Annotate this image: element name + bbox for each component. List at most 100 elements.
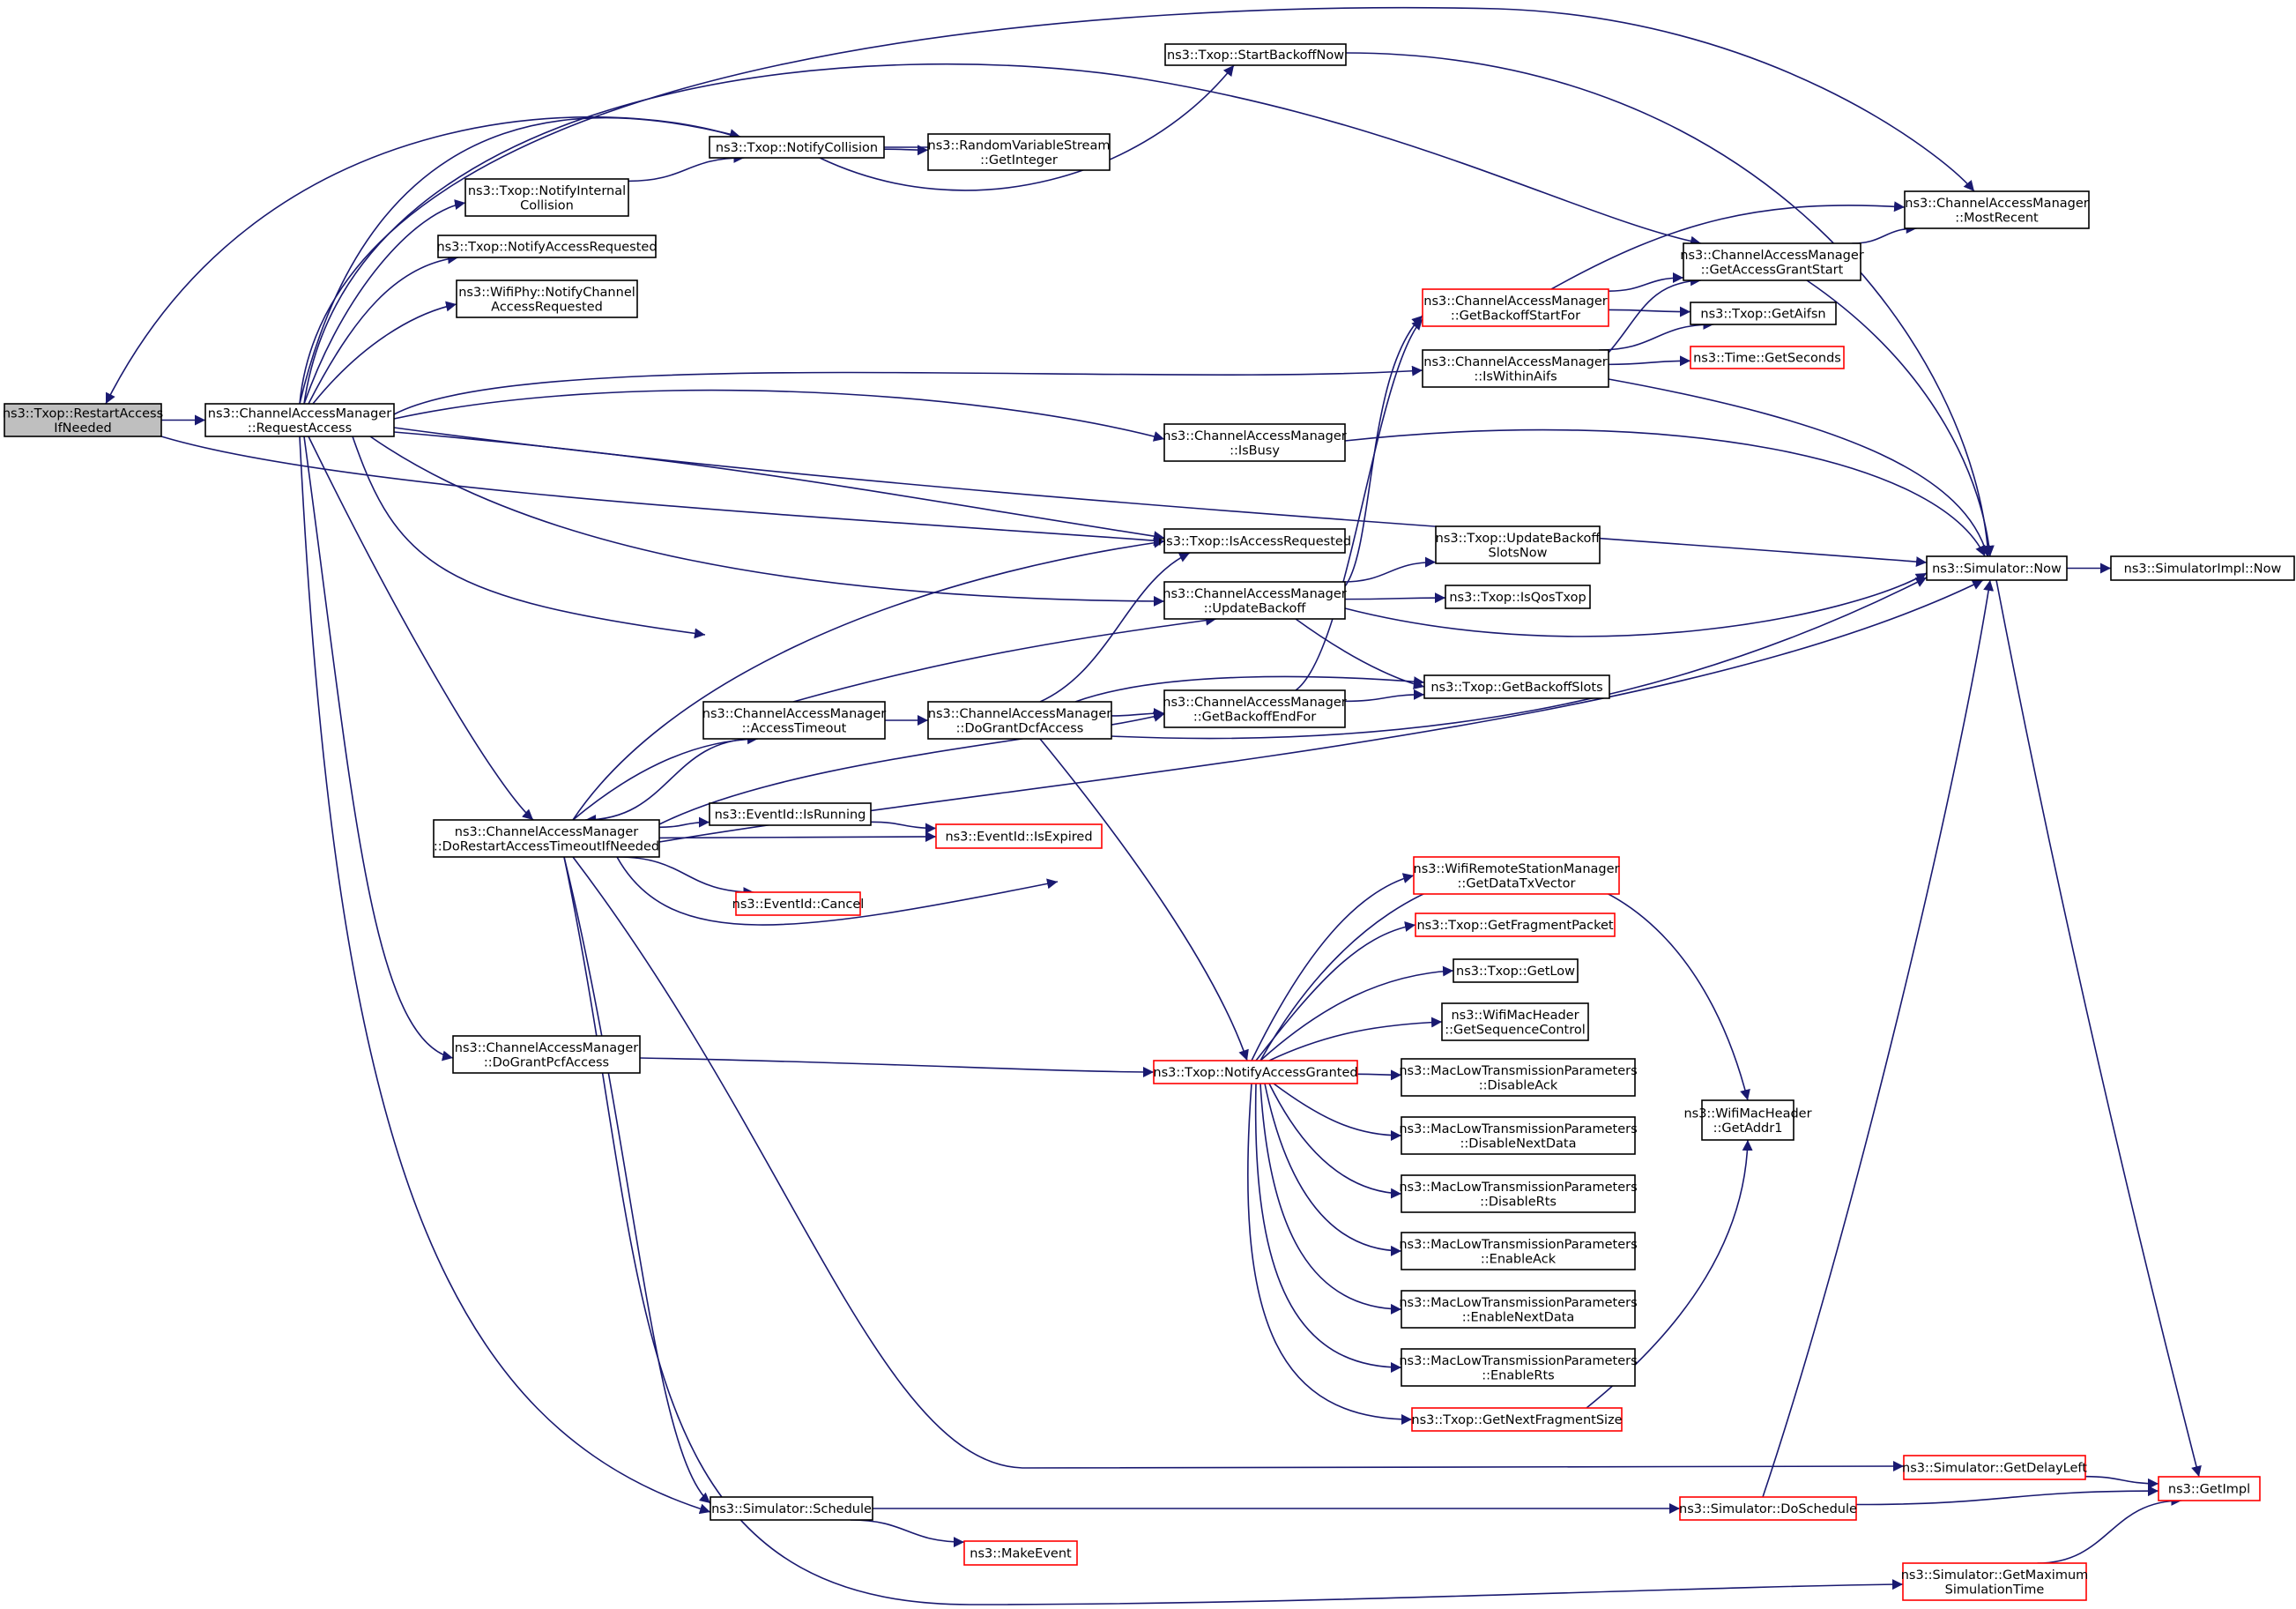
node-label: ::GetSequenceControl: [1445, 1023, 1586, 1037]
node-request[interactable]: ns3::ChannelAccessManager::RequestAccess: [204, 403, 395, 437]
node-box: [1401, 1232, 1636, 1270]
node-notifygranted[interactable]: ns3::Txop::NotifyAccessGranted: [1153, 1060, 1358, 1084]
node-label: ns3::RandomVariableStream: [928, 138, 1111, 153]
node-doschedule[interactable]: ns3::Simulator::DoSchedule: [1679, 1496, 1857, 1521]
edge-getbackoffend-to-getbackoffslots: [1344, 689, 1425, 703]
edge-updatebackoff-to-getbackoffstart: [1344, 315, 1423, 587]
edge-line: [1852, 223, 1917, 244]
edge-notifygranted-to-enablenext: [1259, 1083, 1402, 1315]
node-enableack[interactable]: ns3::MacLowTransmissionParameters::Enabl…: [1399, 1232, 1638, 1270]
node-updatebackoff[interactable]: ns3::ChannelAccessManager::UpdateBackoff: [1163, 581, 1347, 620]
node-label: ns3::ChannelAccessManager: [455, 1041, 639, 1055]
node-getinteger[interactable]: ns3::RandomVariableStream::GetInteger: [927, 133, 1111, 171]
node-getaifsn[interactable]: ns3::Txop::GetAifsn: [1690, 302, 1837, 325]
node-box: [2110, 555, 2295, 581]
node-wifiphynotify[interactable]: ns3::WifiPhy::NotifyChannelAccessRequest…: [456, 279, 638, 318]
edge-getbackoffstart-to-getaccessgrant: [1608, 272, 1684, 292]
edge-notifygranted-to-enableack: [1264, 1083, 1402, 1256]
node-getbackoffend[interactable]: ns3::ChannelAccessManager::GetBackoffEnd…: [1163, 689, 1347, 728]
node-schedule[interactable]: ns3::Simulator::Schedule: [710, 1496, 873, 1521]
node-isrunning[interactable]: ns3::EventId::IsRunning: [709, 802, 872, 826]
node-isexpired[interactable]: ns3::EventId::IsExpired: [935, 823, 1103, 849]
node-getfragpacket[interactable]: ns3::Txop::GetFragmentPacket: [1415, 913, 1616, 937]
node-getnextfrag[interactable]: ns3::Txop::GetNextFragmentSize: [1411, 1407, 1623, 1432]
node-label: ns3::ChannelAccessManager: [208, 406, 392, 421]
node-label: ::DisableRts: [1480, 1195, 1557, 1209]
node-enablerts[interactable]: ns3::MacLowTransmissionParameters::Enabl…: [1399, 1348, 1638, 1387]
node-enablenext[interactable]: ns3::MacLowTransmissionParameters::Enabl…: [1399, 1290, 1638, 1329]
node-disableack[interactable]: ns3::MacLowTransmissionParameters::Disab…: [1399, 1058, 1638, 1097]
node-makeevent[interactable]: ns3::MakeEvent: [963, 1540, 1078, 1566]
node-isaccessreq[interactable]: ns3::Txop::IsAccessRequested: [1158, 528, 1351, 554]
node-disablenext[interactable]: ns3::MacLowTransmissionParameters::Disab…: [1399, 1116, 1638, 1155]
node-iswithinaifs[interactable]: ns3::ChannelAccessManager::IsWithinAifs: [1422, 349, 1609, 388]
edge-iswithinaifs-to-now: [1608, 378, 1990, 557]
node-implnow[interactable]: ns3::SimulatorImpl::Now: [2110, 555, 2295, 581]
node-getseqctrl[interactable]: ns3::WifiMacHeader::GetSequenceControl: [1441, 1002, 1589, 1041]
node-getlow[interactable]: ns3::Txop::GetLow: [1453, 958, 1579, 983]
node-notifycollision[interactable]: ns3::Txop::NotifyCollision: [709, 136, 885, 159]
node-label: SimulationTime: [1945, 1583, 2045, 1597]
edge-line: [1762, 579, 1995, 1498]
node-mostrecent[interactable]: ns3::ChannelAccessManager::MostRecent: [1904, 190, 2090, 229]
node-box: [1441, 1002, 1589, 1041]
node-box: [1163, 423, 1346, 462]
node-box: [963, 1540, 1078, 1566]
node-dorestart[interactable]: ns3::ChannelAccessManager::DoRestartAcce…: [433, 819, 660, 858]
node-label: ::GetAccessGrantStart: [1701, 263, 1844, 277]
node-label: ns3::Txop::GetLow: [1456, 965, 1575, 979]
node-getbackoffstart[interactable]: ns3::ChannelAccessManager::GetBackoffSta…: [1422, 288, 1609, 327]
node-isqostxop[interactable]: ns3::Txop::IsQosTxop: [1445, 585, 1591, 609]
node-startbackoff[interactable]: ns3::Txop::StartBackoffNow: [1164, 43, 1347, 66]
node-dograntpcf[interactable]: ns3::ChannelAccessManager::DoGrantPcfAcc…: [452, 1035, 641, 1074]
edge-line: [1344, 315, 1423, 587]
node-getimpl[interactable]: ns3::GetImpl: [2158, 1476, 2261, 1501]
node-label: ns3::ChannelAccessManager: [1423, 355, 1608, 369]
node-isbusy[interactable]: ns3::ChannelAccessManager::IsBusy: [1163, 423, 1347, 462]
edge-line: [628, 153, 745, 183]
edge-dorestart-to-isrunning: [658, 816, 710, 829]
node-notifyaccessreq[interactable]: ns3::Txop::NotifyAccessRequested: [436, 235, 658, 258]
node-label: ns3::ChannelAccessManager: [1905, 197, 2089, 211]
edge-line: [1247, 1083, 1413, 1425]
edge-notifygranted-to-getlow: [1259, 965, 1454, 1061]
edge-dorestart-to-getmaxsim: [563, 856, 1904, 1605]
node-label: ns3::Txop::NotifyAccessRequested: [436, 241, 657, 255]
edge-dorestart-to-getbackoffslots: [616, 856, 1059, 926]
node-label: ::DoGrantDcfAccess: [956, 721, 1084, 735]
node-label: ns3::ChannelAccessManager: [1163, 696, 1347, 710]
edge-getbackoffstart-to-mostrecent: [1550, 201, 1906, 290]
node-box: [1164, 43, 1347, 66]
edge-line: [616, 856, 1059, 926]
edge-request-to-dorestart: [308, 436, 534, 821]
node-label: ns3::Txop::UpdateBackoff: [1436, 532, 1601, 546]
node-label: ::EnableRts: [1482, 1368, 1554, 1382]
node-label: ns3::MakeEvent: [970, 1547, 1072, 1561]
node-getseconds[interactable]: ns3::Time::GetSeconds: [1690, 346, 1845, 369]
node-box: [1679, 1496, 1857, 1521]
node-getdatatx[interactable]: ns3::WifiRemoteStationManager::GetDataTx…: [1413, 856, 1620, 895]
edge-iswithinaifs-to-getaifsn: [1598, 319, 1714, 351]
node-getbackoffslots[interactable]: ns3::Txop::GetBackoffSlots: [1423, 674, 1610, 699]
node-now[interactable]: ns3::Simulator::Now: [1926, 555, 2068, 581]
node-getaccessgrant[interactable]: ns3::ChannelAccessManager::GetAccessGran…: [1680, 242, 1864, 281]
edge-line: [1344, 689, 1425, 703]
node-label: ::IsWithinAifs: [1474, 369, 1557, 384]
node-dograntdcf[interactable]: ns3::ChannelAccessManager::DoGrantDcfAcc…: [927, 701, 1112, 740]
node-getdelayleft[interactable]: ns3::Simulator::GetDelayLeft: [1902, 1455, 2087, 1480]
node-accesstimeout[interactable]: ns3::ChannelAccessManager::AccessTimeout: [702, 701, 887, 740]
node-getaddr1[interactable]: ns3::WifiMacHeader::GetAddr1: [1683, 1099, 1812, 1141]
edge-line: [658, 831, 937, 842]
node-disablerts[interactable]: ns3::MacLowTransmissionParameters::Disab…: [1399, 1174, 1638, 1213]
node-box: [735, 891, 861, 916]
node-label: ns3::Txop::GetFragmentPacket: [1416, 919, 1613, 933]
edge-dorestart-to-isaccessreq: [572, 537, 1165, 821]
edge-line: [308, 436, 534, 821]
node-box: [1690, 346, 1845, 369]
edge-now-to-getimpl: [1995, 579, 2202, 1478]
edge-schedule-to-makeevent: [850, 1519, 965, 1548]
node-cancel[interactable]: ns3::EventId::Cancel: [732, 891, 865, 916]
